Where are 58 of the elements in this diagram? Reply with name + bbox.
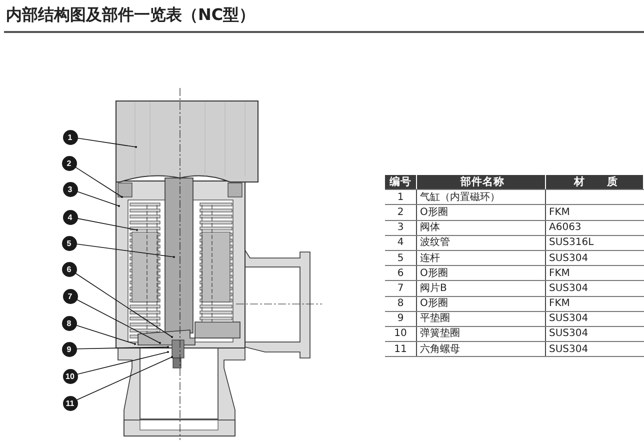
leader-line [76, 299, 161, 344]
table-cell: 平垫圈 [416, 311, 546, 326]
leader-line [76, 324, 136, 345]
table-cell: 10 [385, 326, 416, 342]
callout-number: 5 [62, 236, 76, 250]
leader-line [76, 218, 138, 231]
leader-line [74, 272, 173, 338]
table-cell: 阀片B [416, 280, 546, 296]
table-cell: 波纹管 [416, 235, 546, 250]
table-cell: 2 [385, 204, 416, 220]
table-cell: 阀体 [416, 220, 546, 236]
table-cell: O形圈 [416, 266, 546, 281]
table-cell: 六角螺母 [416, 342, 546, 357]
callout-number: 10 [62, 368, 78, 384]
table-cell: 8 [385, 296, 416, 312]
table-cell: O形圈 [416, 204, 546, 220]
callout-number: 3 [62, 182, 78, 196]
callout-number: 4 [62, 210, 78, 224]
table-cell: 7 [385, 280, 416, 296]
table-cell: 9 [385, 311, 416, 326]
table-cell: SUS304 [546, 342, 644, 357]
table-cell: FKM [546, 204, 644, 220]
column-header: 材 质 [546, 175, 644, 190]
table-cell: SUS304 [546, 311, 644, 326]
leader-line [77, 138, 137, 148]
table-cell: O形圈 [416, 296, 546, 312]
table-cell: SUS304 [546, 326, 644, 342]
callout-number: 9 [62, 342, 76, 356]
column-header: 部件名称 [416, 175, 546, 190]
table-cell: 连杆 [416, 250, 546, 266]
table-cell: 5 [385, 250, 416, 266]
table-cell: 6 [385, 266, 416, 281]
column-header: 编号 [385, 175, 416, 190]
leader-line [76, 244, 175, 258]
leader-line [74, 166, 123, 198]
leader-line [76, 346, 169, 350]
callout-number: 11 [62, 396, 78, 410]
title: 内部结构图及部件一览表（NC型） [6, 5, 256, 26]
leader-line [76, 191, 120, 207]
table-cell: SUS316L [546, 235, 644, 250]
table-cell: SUS304 [546, 280, 644, 296]
table-cell: 气缸（内置磁环） [416, 190, 546, 205]
table-cell: SUS304 [546, 250, 644, 266]
table-cell: FKM [546, 266, 644, 281]
callout-number: 7 [62, 288, 78, 304]
table-cell: FKM [546, 296, 644, 312]
table-cell: A6063 [546, 220, 644, 236]
callout-number: 6 [62, 262, 76, 276]
table-cell: 1 [385, 190, 416, 205]
callout-number: 2 [62, 156, 76, 170]
callout-number: 8 [62, 316, 76, 330]
table-cell: 弹簧垫圈 [416, 326, 546, 342]
callout-number: 1 [62, 130, 78, 144]
leader-line [76, 351, 169, 375]
table-cell: 4 [385, 235, 416, 250]
leader-line [76, 356, 173, 400]
table-cell: 3 [385, 220, 416, 236]
table-cell: 11 [385, 342, 416, 357]
